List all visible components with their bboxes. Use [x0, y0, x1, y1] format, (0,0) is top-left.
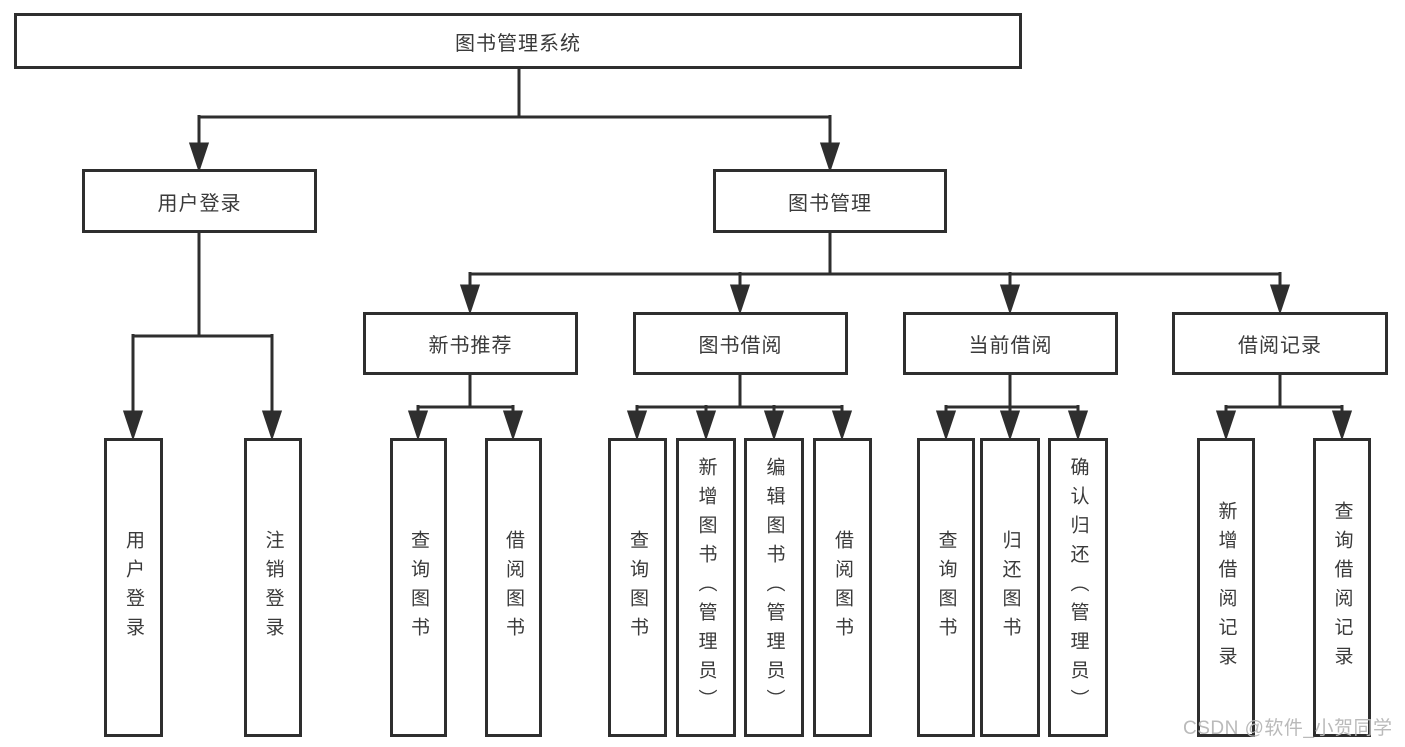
- node-user-login-branch: 用户登录: [82, 169, 317, 233]
- leaf-borrow-books-borrow-label: 借阅图书: [832, 529, 853, 646]
- node-borrow-records-label: 借阅记录: [1238, 335, 1322, 357]
- node-book-management: 图书管理: [713, 169, 947, 233]
- leaf-query-borrow-record-label: 查询借阅记录: [1331, 500, 1353, 675]
- leaf-query-books-recommend: 查询图书: [390, 438, 447, 737]
- leaf-query-borrow-record: 查询借阅记录: [1313, 438, 1371, 737]
- node-current-borrow: 当前借阅: [903, 312, 1118, 375]
- leaf-edit-book-admin-label: 编辑图书（管理员）: [763, 457, 785, 718]
- leaf-add-borrow-record-label: 新增借阅记录: [1215, 500, 1237, 675]
- leaf-query-books-current-label: 查询图书: [935, 529, 957, 646]
- node-book-management-label: 图书管理: [788, 192, 872, 215]
- leaf-add-borrow-record: 新增借阅记录: [1197, 438, 1255, 737]
- connector-bookborrow-to-leaves: [626, 375, 853, 441]
- node-root-system-label: 图书管理系统: [455, 32, 581, 55]
- leaf-user-login: 用户登录: [104, 438, 163, 737]
- node-user-login-branch-label: 用户登录: [157, 192, 242, 215]
- leaf-borrow-books-recommend: 借阅图书: [485, 438, 542, 737]
- leaf-return-book: 归还图书: [980, 438, 1040, 737]
- csdn-watermark: CSDN @软件_小贺同学: [1183, 718, 1393, 739]
- connector-newbook-to-leaves: [407, 375, 524, 441]
- leaf-borrow-books-recommend-label: 借阅图书: [503, 529, 524, 646]
- leaf-user-login-label: 用户登录: [123, 529, 144, 646]
- node-borrow-records: 借阅记录: [1172, 312, 1388, 375]
- leaf-logout: 注销登录: [244, 438, 302, 737]
- leaf-logout-label: 注销登录: [262, 529, 284, 646]
- leaf-confirm-return-admin-label: 确认归还（管理员）: [1067, 457, 1089, 718]
- node-book-borrow-label: 图书借阅: [698, 335, 783, 357]
- leaf-add-book-admin: 新增图书（管理员）: [676, 438, 736, 737]
- leaf-confirm-return-admin: 确认归还（管理员）: [1048, 438, 1108, 737]
- connector-borrowrecords-to-leaves: [1215, 375, 1353, 441]
- connector-userlogin-to-leaves: [122, 233, 283, 441]
- node-book-borrow: 图书借阅: [633, 312, 848, 375]
- node-current-borrow-label: 当前借阅: [968, 335, 1053, 357]
- leaf-query-books-borrow: 查询图书: [608, 438, 667, 737]
- connector-root-to-level2: [188, 69, 841, 173]
- node-new-book-recommend-label: 新书推荐: [428, 335, 513, 357]
- leaf-edit-book-admin: 编辑图书（管理员）: [744, 438, 804, 737]
- leaf-query-books-recommend-label: 查询图书: [408, 529, 429, 646]
- leaf-return-book-label: 归还图书: [999, 529, 1021, 646]
- leaf-query-books-current: 查询图书: [917, 438, 975, 737]
- node-root-system: 图书管理系统: [14, 13, 1022, 69]
- connector-bookmgmt-to-level3: [459, 233, 1291, 315]
- leaf-add-book-admin-label: 新增图书（管理员）: [695, 457, 717, 718]
- leaf-borrow-books-borrow: 借阅图书: [813, 438, 872, 737]
- leaf-query-books-borrow-label: 查询图书: [627, 529, 648, 646]
- connector-currentborrow-to-leaves: [935, 375, 1089, 441]
- node-new-book-recommend: 新书推荐: [363, 312, 578, 375]
